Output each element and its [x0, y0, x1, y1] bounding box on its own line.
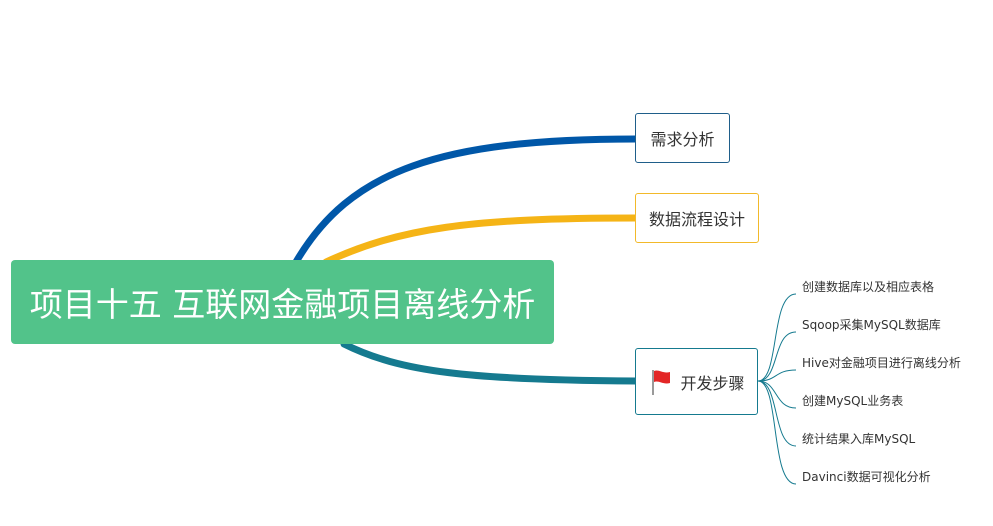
root-topic[interactable]: 项目十五 互联网金融项目离线分析 [11, 260, 554, 344]
leaf-connector-2 [757, 331, 797, 382]
leaf-connector-1 [757, 293, 797, 382]
leaf-label: 创建数据库以及相应表格 [802, 280, 935, 294]
connector-requirement-analysis [292, 135, 640, 266]
leaf-connectors [757, 293, 797, 485]
branch-requirement-analysis[interactable]: 需求分析 [635, 113, 730, 163]
leaf-connector-4 [757, 380, 797, 409]
leaf-topic-result-to-mysql[interactable]: 统计结果入库MySQL [802, 432, 915, 446]
branch-data-flow-design[interactable]: 数据流程设计 [635, 193, 759, 243]
connector-development-steps [340, 340, 640, 385]
leaf-label: Sqoop采集MySQL数据库 [802, 318, 941, 332]
leaf-topic-davinci[interactable]: Davinci数据可视化分析 [802, 470, 931, 484]
leaf-connector-5 [757, 380, 797, 447]
branch-label: 开发步骤 [680, 373, 745, 393]
leaf-topic-create-database[interactable]: 创建数据库以及相应表格 [802, 280, 934, 294]
leaf-label: Hive对金融项目进行离线分析 [802, 356, 961, 370]
branch-development-steps[interactable]: 开发步骤 [635, 348, 758, 415]
branch-label: 需求分析 [650, 130, 715, 149]
leaf-label: 创建MySQL业务表 [802, 394, 904, 408]
leaf-label: 统计结果入库MySQL [802, 432, 916, 446]
root-topic-label: 项目十五 互联网金融项目离线分析 [29, 285, 536, 324]
red-flag-icon [652, 369, 671, 395]
branch-label: 数据流程设计 [648, 210, 745, 229]
leaf-connector-3 [757, 369, 797, 382]
connector-data-flow-design [322, 214, 640, 266]
leaf-connector-6 [757, 380, 797, 485]
leaf-label: Davinci数据可视化分析 [802, 470, 931, 484]
leaf-topic-sqoop[interactable]: Sqoop采集MySQL数据库 [802, 318, 941, 332]
leaf-topic-hive[interactable]: Hive对金融项目进行离线分析 [802, 356, 961, 370]
leaf-topic-mysql-table[interactable]: 创建MySQL业务表 [802, 394, 903, 408]
